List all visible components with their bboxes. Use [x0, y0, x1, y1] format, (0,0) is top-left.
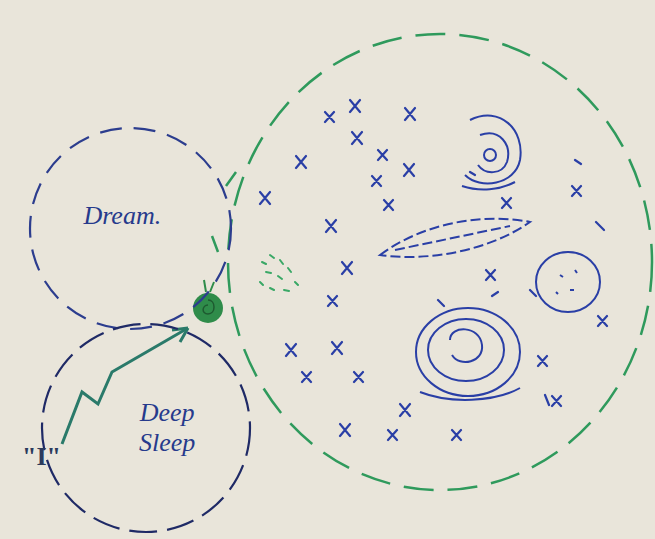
star-marks: [260, 100, 607, 440]
node-label: Dream.: [52, 201, 192, 231]
self-label: "I": [22, 442, 61, 472]
green-speckles: [260, 255, 298, 291]
green-ticks: [212, 172, 236, 252]
small-orb: [536, 252, 600, 312]
swirl-bottom: [416, 308, 520, 400]
green-spiral-point: [193, 280, 223, 323]
node-label: Deep Sleep: [112, 398, 222, 458]
state-circle: Deep Sleep: [40, 322, 252, 534]
state-circle: Dream.: [28, 126, 233, 331]
lens-shape: [380, 219, 530, 257]
arrow-head: [172, 328, 188, 342]
outer-realm-circle: [228, 34, 652, 490]
swirl-top: [462, 116, 521, 190]
